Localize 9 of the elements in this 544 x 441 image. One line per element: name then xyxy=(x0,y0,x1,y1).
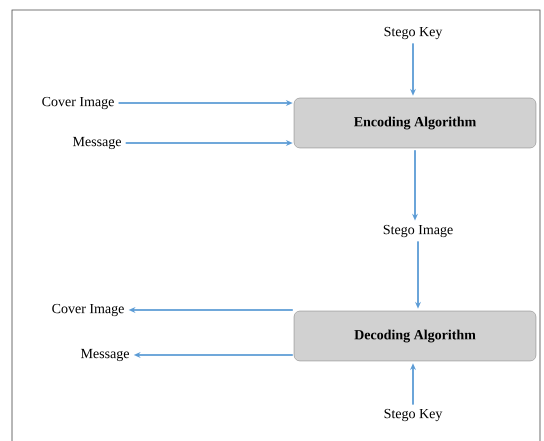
text-label: Cover Image xyxy=(52,304,124,316)
text-label: Stego Key xyxy=(384,408,442,422)
text-label: Stego Image xyxy=(384,224,453,238)
text-label: Message xyxy=(80,348,129,362)
text-label: Cover Image xyxy=(42,96,114,110)
text-label: Stego Key xyxy=(384,26,442,40)
process-box: Decoding Algorithm xyxy=(294,310,536,362)
text-label: Message xyxy=(72,136,121,150)
process-box: Encoding Algorithm xyxy=(294,98,536,148)
